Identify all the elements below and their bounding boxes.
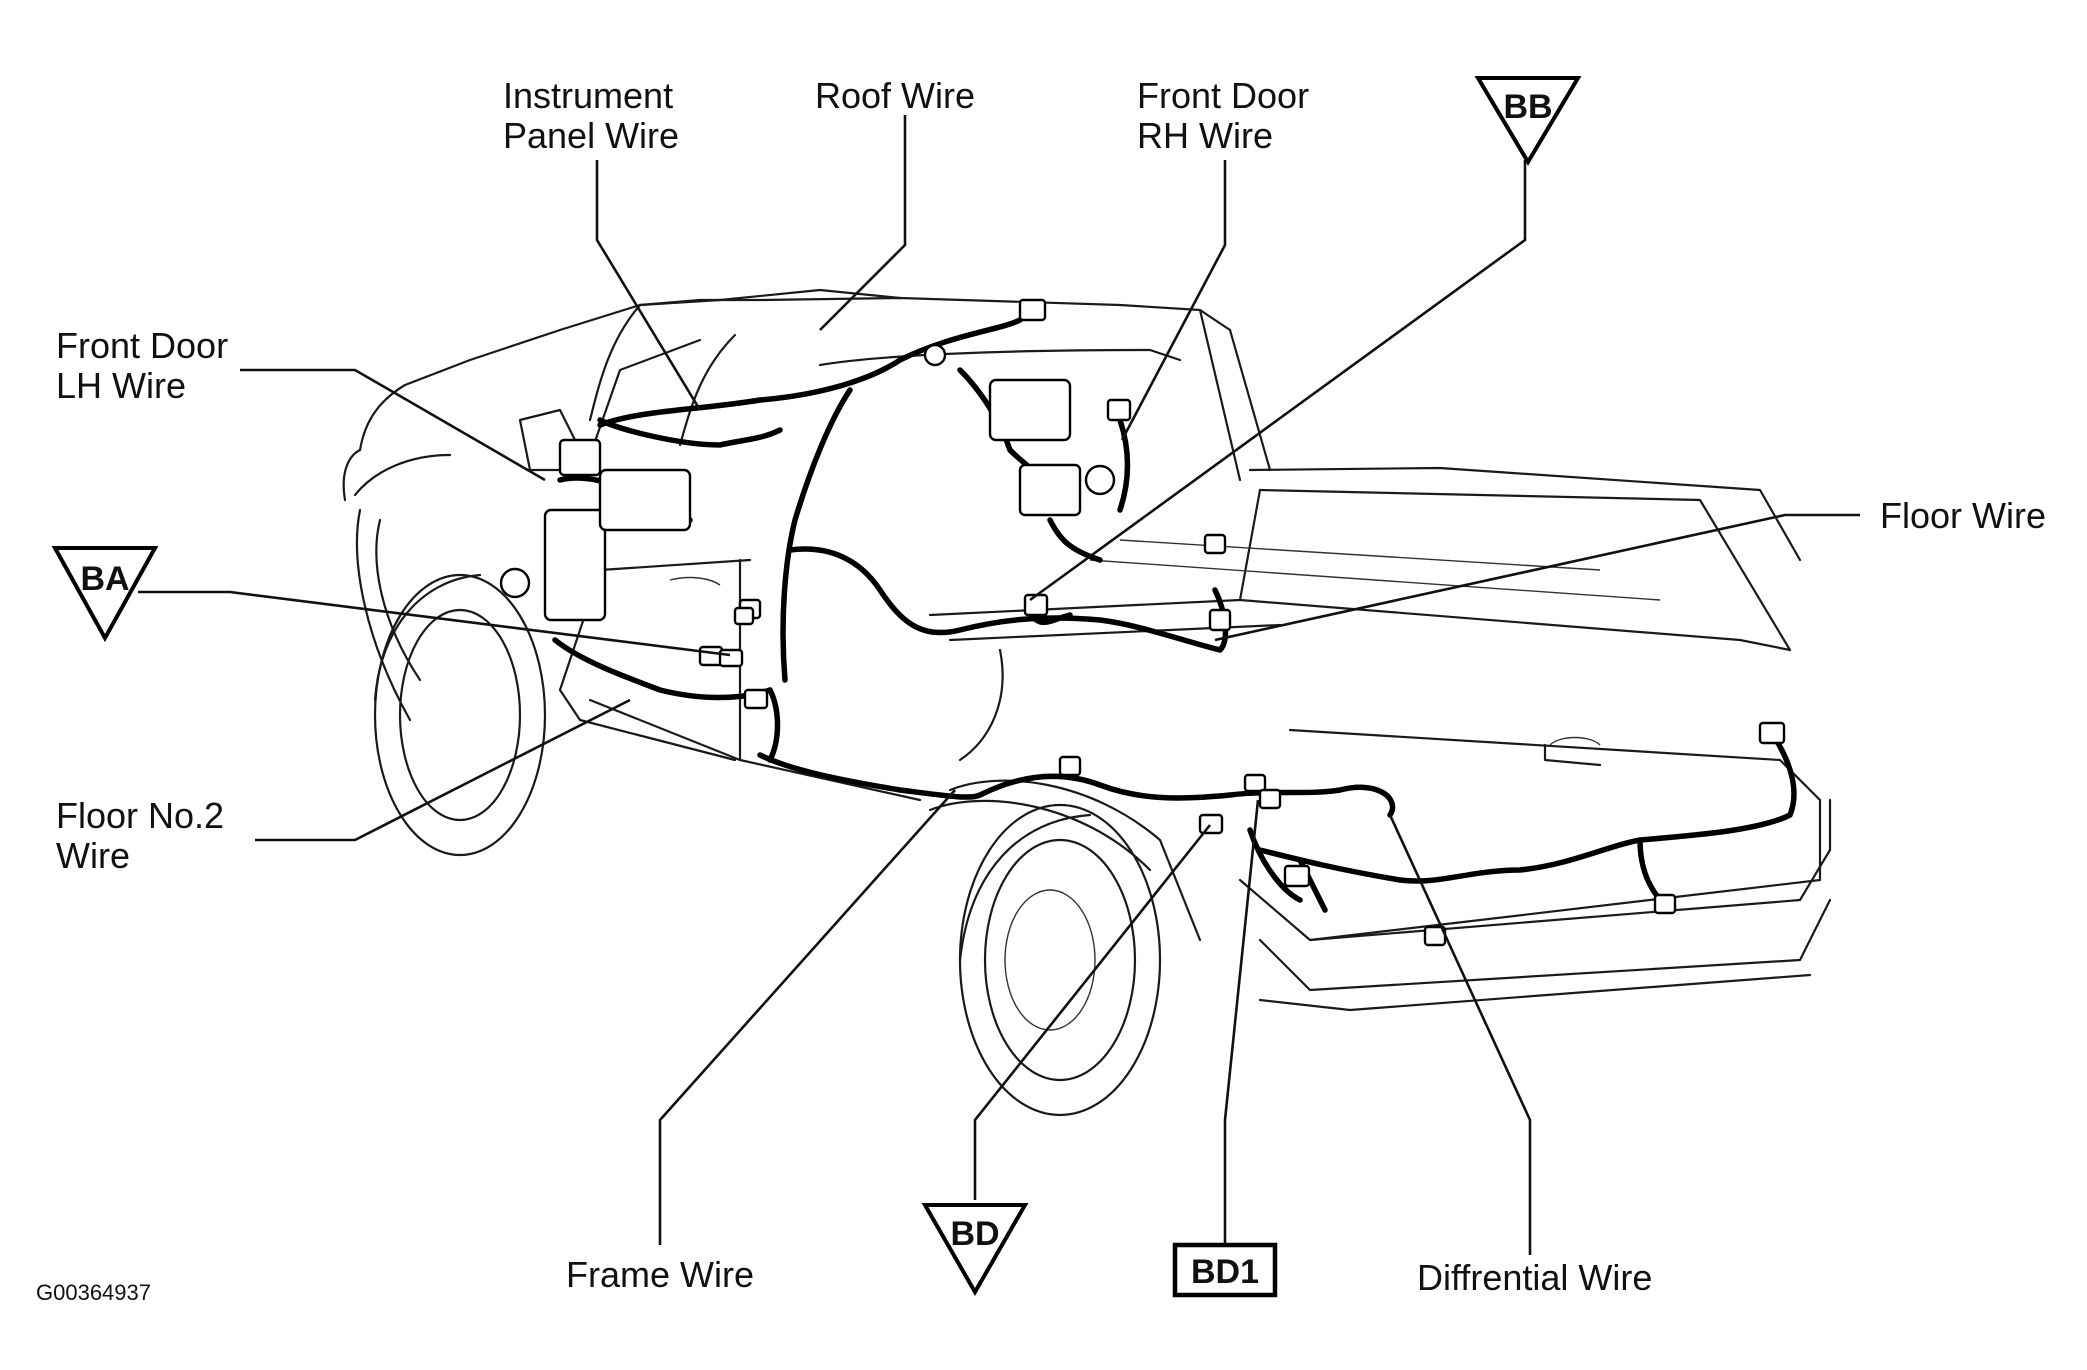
- front-door-rh-wire-leader: [1120, 160, 1227, 441]
- instrument-panel-wire-label-line1: Instrument: [503, 75, 673, 116]
- ground-point-bd-label: BD: [950, 1215, 999, 1253]
- ground-point-bd1-label: BD1: [1191, 1253, 1259, 1291]
- floor-no2-wire-leader: [255, 698, 631, 842]
- truck-outline: [342, 288, 1832, 1117]
- frame-wire-label: Frame Wire: [566, 1254, 754, 1295]
- ba-leader: [138, 590, 731, 657]
- ground-point-ba-label: BA: [80, 560, 129, 598]
- diffrential-wire-label: Diffrential Wire: [1417, 1257, 1652, 1298]
- instrument-panel-wire-label-line2: Panel Wire: [503, 115, 679, 156]
- front-door-lh-wire-leader: [240, 368, 546, 482]
- ground-point-bd: BD: [921, 1203, 1029, 1297]
- ground-point-ba: BA: [51, 546, 159, 643]
- floor-wire-label: Floor Wire: [1880, 495, 2046, 536]
- ground-point-bd1: BD1: [1172, 1242, 1278, 1298]
- roof-wire-label: Roof Wire: [815, 75, 975, 116]
- junction-block-rh: [988, 378, 1072, 442]
- frame-wire-leader: [658, 789, 956, 1245]
- front-door-lh-wire-label-line2: LH Wire: [56, 365, 186, 406]
- roof-wire-leader: [819, 115, 907, 331]
- instrument-panel-wire-leader: [595, 160, 702, 411]
- connectors: [499, 298, 1786, 947]
- front-door-lh-wire-label-line1: Front Door: [56, 325, 228, 366]
- diagram-code: G00364937: [36, 1280, 151, 1305]
- bb-leader: [1029, 160, 1527, 602]
- floor-wire-leader: [1214, 513, 1860, 642]
- leader-lines: [138, 115, 1860, 1255]
- floor-no2-wire-label-line2: Wire: [56, 835, 130, 876]
- front-door-rh-wire-label-line1: Front Door: [1137, 75, 1309, 116]
- ground-point-bb-label: BB: [1503, 88, 1552, 126]
- diffrential-wire-leader: [1388, 814, 1532, 1255]
- ground-point-bb: BB: [1474, 76, 1582, 166]
- bd-leader: [973, 824, 1212, 1200]
- junction-block-lh: [543, 508, 607, 622]
- front-door-rh-wire-label-line2: RH Wire: [1137, 115, 1273, 156]
- bd1-leader: [1223, 799, 1260, 1245]
- floor-no2-wire-label-line1: Floor No.2: [56, 795, 224, 836]
